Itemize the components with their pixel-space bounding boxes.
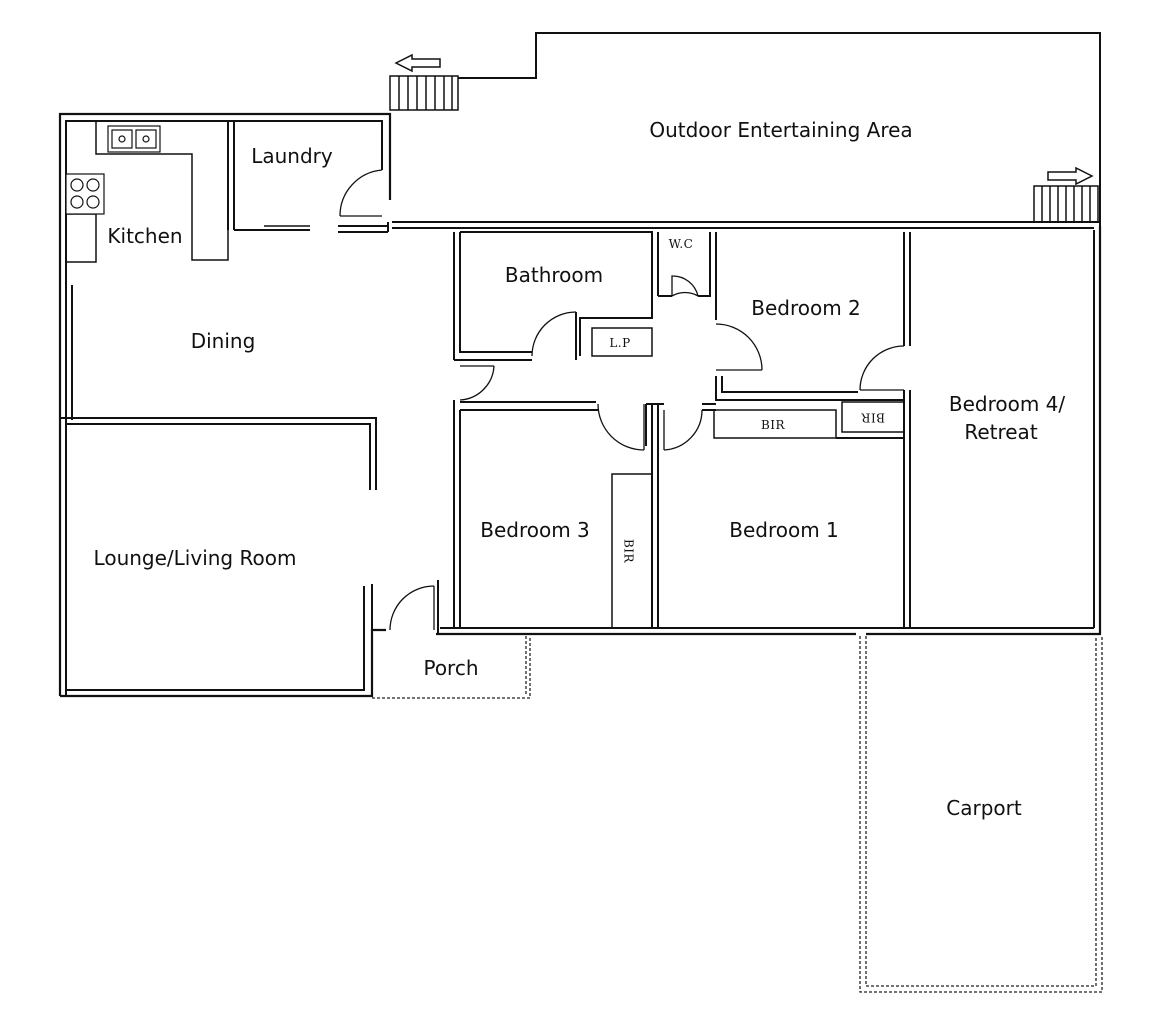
bedroom3-label: Bedroom 3 bbox=[480, 518, 590, 542]
bedroom4-door bbox=[859, 345, 905, 391]
bathroom-walls bbox=[453, 231, 659, 361]
bedroom3-bir-box bbox=[611, 473, 653, 629]
bir-bedroom1-box bbox=[713, 409, 837, 439]
bedroom1-label: Bedroom 1 bbox=[729, 518, 839, 542]
porch-label: Porch bbox=[423, 656, 478, 680]
stairs-icon bbox=[1033, 185, 1099, 223]
bir-bedroom3-label: BIR bbox=[622, 539, 636, 564]
dining-label: Dining bbox=[191, 329, 256, 353]
outdoor-label: Outdoor Entertaining Area bbox=[649, 118, 912, 142]
bir-bedroom2-box bbox=[836, 401, 905, 439]
wc-walls bbox=[658, 232, 717, 320]
carport-outline bbox=[859, 636, 1103, 993]
corridor-door bbox=[459, 365, 495, 401]
carport-label: Carport bbox=[946, 796, 1022, 820]
bedroom3-walls bbox=[453, 400, 716, 628]
bathroom-door bbox=[531, 311, 577, 357]
front-door bbox=[389, 580, 439, 634]
exterior-walls bbox=[58, 112, 1102, 698]
bir-bedroom1-label: BIR bbox=[761, 418, 786, 432]
lp-label: L.P bbox=[609, 336, 630, 350]
bedroom1-door bbox=[663, 409, 703, 451]
bedroom2-walls bbox=[715, 232, 911, 628]
porch-outline bbox=[372, 636, 531, 699]
wc-door bbox=[671, 275, 699, 297]
laundry-walls bbox=[227, 121, 389, 233]
laundry-door bbox=[339, 169, 383, 217]
kitchen-label: Kitchen bbox=[107, 224, 182, 248]
bedroom4-label-line1: Bedroom 4/ bbox=[949, 392, 1066, 416]
lounge-label: Lounge/Living Room bbox=[94, 546, 297, 570]
bedroom2-label: Bedroom 2 bbox=[751, 296, 861, 320]
stairs-icon bbox=[389, 75, 459, 111]
sink-icon bbox=[107, 125, 161, 153]
bedroom3-door bbox=[597, 403, 645, 451]
lounge-walls bbox=[60, 417, 377, 690]
linen-press bbox=[591, 327, 653, 357]
outdoor-area-outline bbox=[392, 32, 1101, 228]
arrow-right-icon bbox=[1047, 166, 1094, 186]
stove-icon bbox=[65, 173, 105, 215]
bedroom4-label-line2: Retreat bbox=[964, 420, 1037, 444]
bedroom2-door bbox=[715, 323, 763, 371]
laundry-label: Laundry bbox=[251, 144, 333, 168]
arrow-left-icon bbox=[394, 53, 441, 73]
wc-label: W.C bbox=[669, 237, 694, 251]
bathroom-label: Bathroom bbox=[505, 263, 603, 287]
bir-bedroom2-label: BIR bbox=[860, 411, 885, 425]
